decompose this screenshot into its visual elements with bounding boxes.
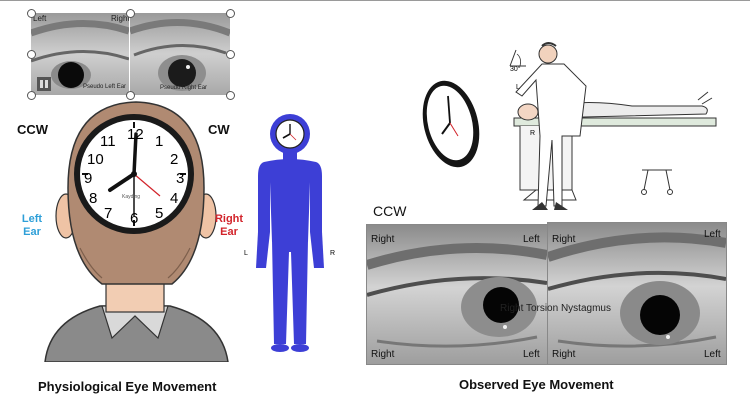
clock-brand: Kayding — [122, 194, 140, 200]
ccw-label-right: CCW — [373, 203, 406, 219]
torsion-nystagmus-overlay: Right Torsion Nystagmus — [500, 303, 611, 314]
pseudo-right-ear-caption: Pseudo Right Ear — [160, 85, 207, 91]
observed-left-eye-photo: Right Left Right Left — [366, 224, 548, 365]
cw-label: CW — [208, 122, 230, 137]
table-mark-r: R — [530, 130, 535, 137]
wall-clock: 12 1 2 3 4 5 6 7 8 9 10 11 Kayding — [72, 112, 196, 236]
ccw-label-left: CCW — [17, 122, 48, 137]
resize-handle[interactable] — [126, 9, 135, 18]
resize-handle[interactable] — [27, 50, 36, 59]
clock-number-9: 9 — [84, 170, 92, 187]
pseudo-left-eye-photo: Left Right Pseudo Left Ear — [31, 13, 129, 95]
clock-number-6: 6 — [130, 210, 138, 227]
observed-caption: Observed Eye Movement — [459, 377, 614, 392]
clock-number-5: 5 — [155, 205, 163, 222]
table-mark-l: L — [516, 84, 520, 91]
corner-label-right: Right — [552, 349, 575, 360]
corner-label-left: Left — [704, 349, 721, 360]
top-divider — [0, 0, 750, 1]
doctor-patient-illustration: 30° L R — [502, 40, 724, 212]
resize-handle[interactable] — [27, 91, 36, 100]
left-ear-label: Left Ear — [18, 213, 46, 239]
clock-number-12: 12 — [127, 126, 144, 143]
corner-label-right: Right — [552, 234, 575, 245]
corner-label-left: Left — [704, 229, 721, 240]
resize-handle[interactable] — [27, 9, 36, 18]
clock-number-2: 2 — [170, 151, 178, 168]
physiological-caption: Physiological Eye Movement — [38, 379, 216, 394]
right-ear-label: Right Ear — [213, 213, 245, 239]
clock-number-1: 1 — [155, 133, 163, 150]
clock-number-8: 8 — [89, 190, 97, 207]
clock-number-7: 7 — [104, 205, 112, 222]
pseudo-right-eye-photo: Pseudo Right Ear — [130, 13, 230, 95]
tilted-clock — [418, 76, 484, 172]
observed-right-eye-photo: Right Left Right Left — [547, 222, 727, 365]
pseudo-left-ear-caption: Pseudo Left Ear — [83, 84, 126, 90]
figure-left-mark: L — [244, 250, 248, 257]
corner-label-right: Right — [371, 349, 394, 360]
pause-icon[interactable] — [37, 77, 51, 91]
clock-number-3: 3 — [176, 170, 184, 187]
corner-label-right: Right — [371, 234, 394, 245]
top-eye-photo-group[interactable]: Left Right Pseudo Left Ear Pseudo Right … — [31, 13, 230, 95]
human-figure: L R — [244, 112, 336, 357]
clock-number-4: 4 — [170, 190, 178, 207]
clock-number-10: 10 — [87, 151, 104, 168]
corner-label-left: Left — [523, 234, 540, 245]
clock-number-11: 11 — [100, 133, 116, 150]
resize-handle[interactable] — [226, 9, 235, 18]
tilt-angle-label: 30° — [510, 66, 521, 73]
figure-right-mark: R — [330, 250, 335, 257]
corner-label-left: Left — [523, 349, 540, 360]
resize-handle[interactable] — [226, 50, 235, 59]
